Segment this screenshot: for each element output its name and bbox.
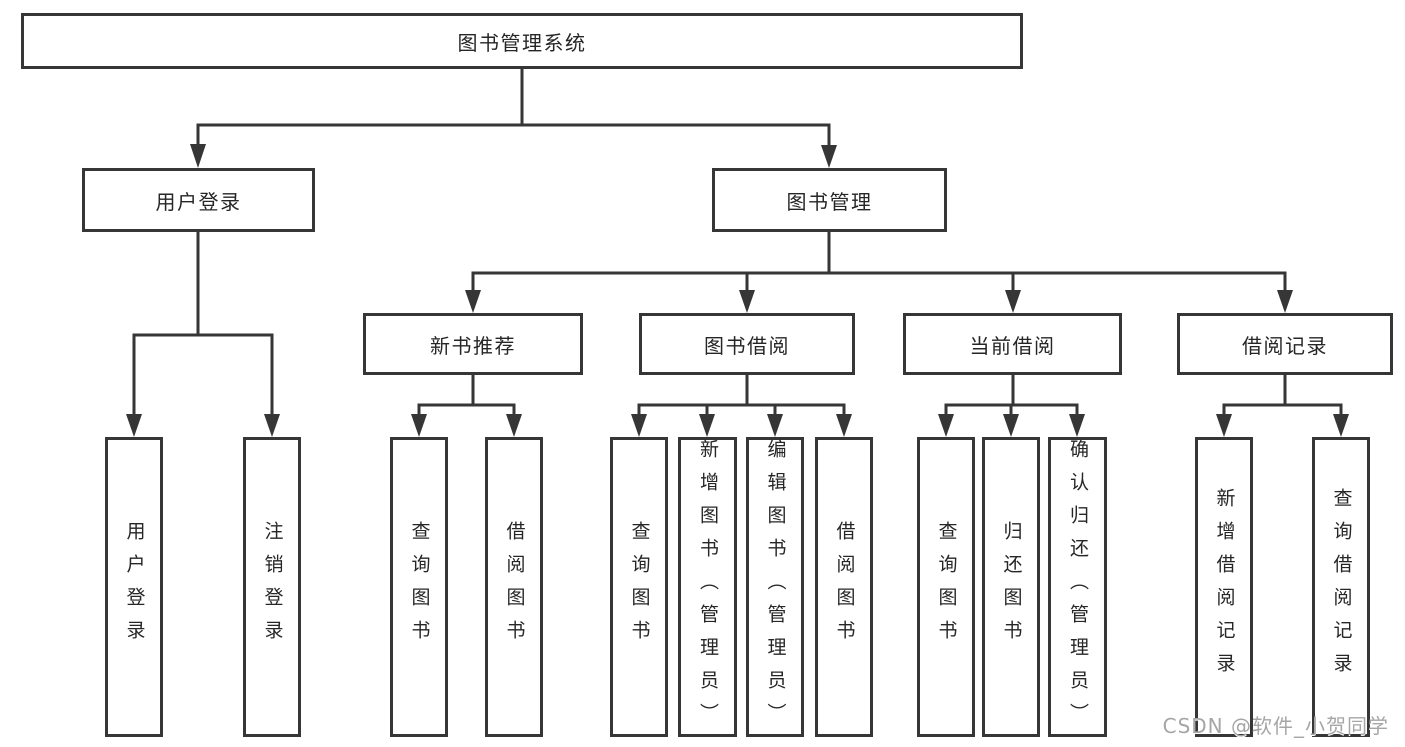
leaf-query-book-3-label: 查询图书	[935, 521, 958, 653]
leaf-query-book-1: 查询图书	[390, 437, 448, 737]
node-root-label: 图书管理系统	[457, 30, 587, 55]
leaf-query-book-1-label: 查询图书	[408, 521, 431, 653]
node-user-login: 用户登录	[82, 168, 315, 232]
node-new-book-recommend-label: 新书推荐	[430, 333, 516, 358]
leaf-logout-label: 注销登录	[261, 521, 284, 653]
leaf-confirm-return-admin-label: 确认归还（管理员）	[1067, 438, 1089, 736]
leaf-add-book-admin: 新增图书（管理员）	[678, 437, 737, 737]
leaf-edit-book-admin-label: 编辑图书（管理员）	[764, 438, 787, 736]
leaf-query-book-3: 查询图书	[917, 437, 975, 737]
node-book-borrow-label: 图书借阅	[704, 333, 790, 358]
connector-currentborrow-to-leaves	[938, 375, 1085, 437]
leaf-return-book: 归还图书	[982, 437, 1040, 737]
connector-newbookrec-to-leaves	[411, 375, 522, 437]
connector-root-to-level2	[190, 69, 837, 168]
leaf-add-borrow-record-label: 新增借阅记录	[1213, 488, 1236, 686]
leaf-return-book-label: 归还图书	[1000, 521, 1023, 653]
leaf-query-borrow-record: 查询借阅记录	[1312, 437, 1370, 737]
connector-bookmgmt-to-level3	[465, 232, 1293, 313]
node-book-management: 图书管理	[712, 168, 947, 232]
leaf-user-login: 用户登录	[105, 437, 163, 737]
leaf-add-borrow-record: 新增借阅记录	[1195, 437, 1253, 737]
leaf-borrow-book-2-label: 借阅图书	[833, 521, 856, 653]
leaf-query-book-2-label: 查询图书	[628, 521, 651, 653]
connector-borrowrecords-to-leaves	[1216, 375, 1349, 437]
leaf-query-book-2: 查询图书	[610, 437, 668, 737]
node-borrow-records: 借阅记录	[1177, 313, 1393, 375]
node-borrow-records-label: 借阅记录	[1242, 333, 1328, 358]
node-root: 图书管理系统	[21, 13, 1023, 69]
node-current-borrow-label: 当前借阅	[969, 333, 1056, 358]
leaf-edit-book-admin: 编辑图书（管理员）	[746, 437, 804, 737]
csdn-watermark: CSDN @软件_小贺同学	[1162, 714, 1389, 738]
node-user-login-label: 用户登录	[155, 189, 242, 214]
leaf-borrow-book-2: 借阅图书	[815, 437, 873, 737]
connector-bookborrow-to-leaves	[631, 375, 852, 437]
leaf-confirm-return-admin: 确认归还（管理员）	[1048, 437, 1107, 737]
leaf-borrow-book-1: 借阅图书	[485, 437, 543, 737]
leaf-add-book-admin-label: 新增图书（管理员）	[697, 438, 719, 736]
leaf-logout: 注销登录	[243, 437, 301, 737]
leaf-borrow-book-1-label: 借阅图书	[503, 521, 526, 653]
connector-userlogin-to-leaves	[126, 232, 280, 437]
node-book-management-label: 图书管理	[786, 189, 873, 214]
leaf-user-login-label: 用户登录	[123, 521, 146, 653]
node-current-borrow: 当前借阅	[903, 313, 1122, 375]
leaf-query-borrow-record-label: 查询借阅记录	[1330, 488, 1353, 686]
node-book-borrow: 图书借阅	[639, 313, 855, 375]
node-new-book-recommend: 新书推荐	[363, 313, 583, 375]
